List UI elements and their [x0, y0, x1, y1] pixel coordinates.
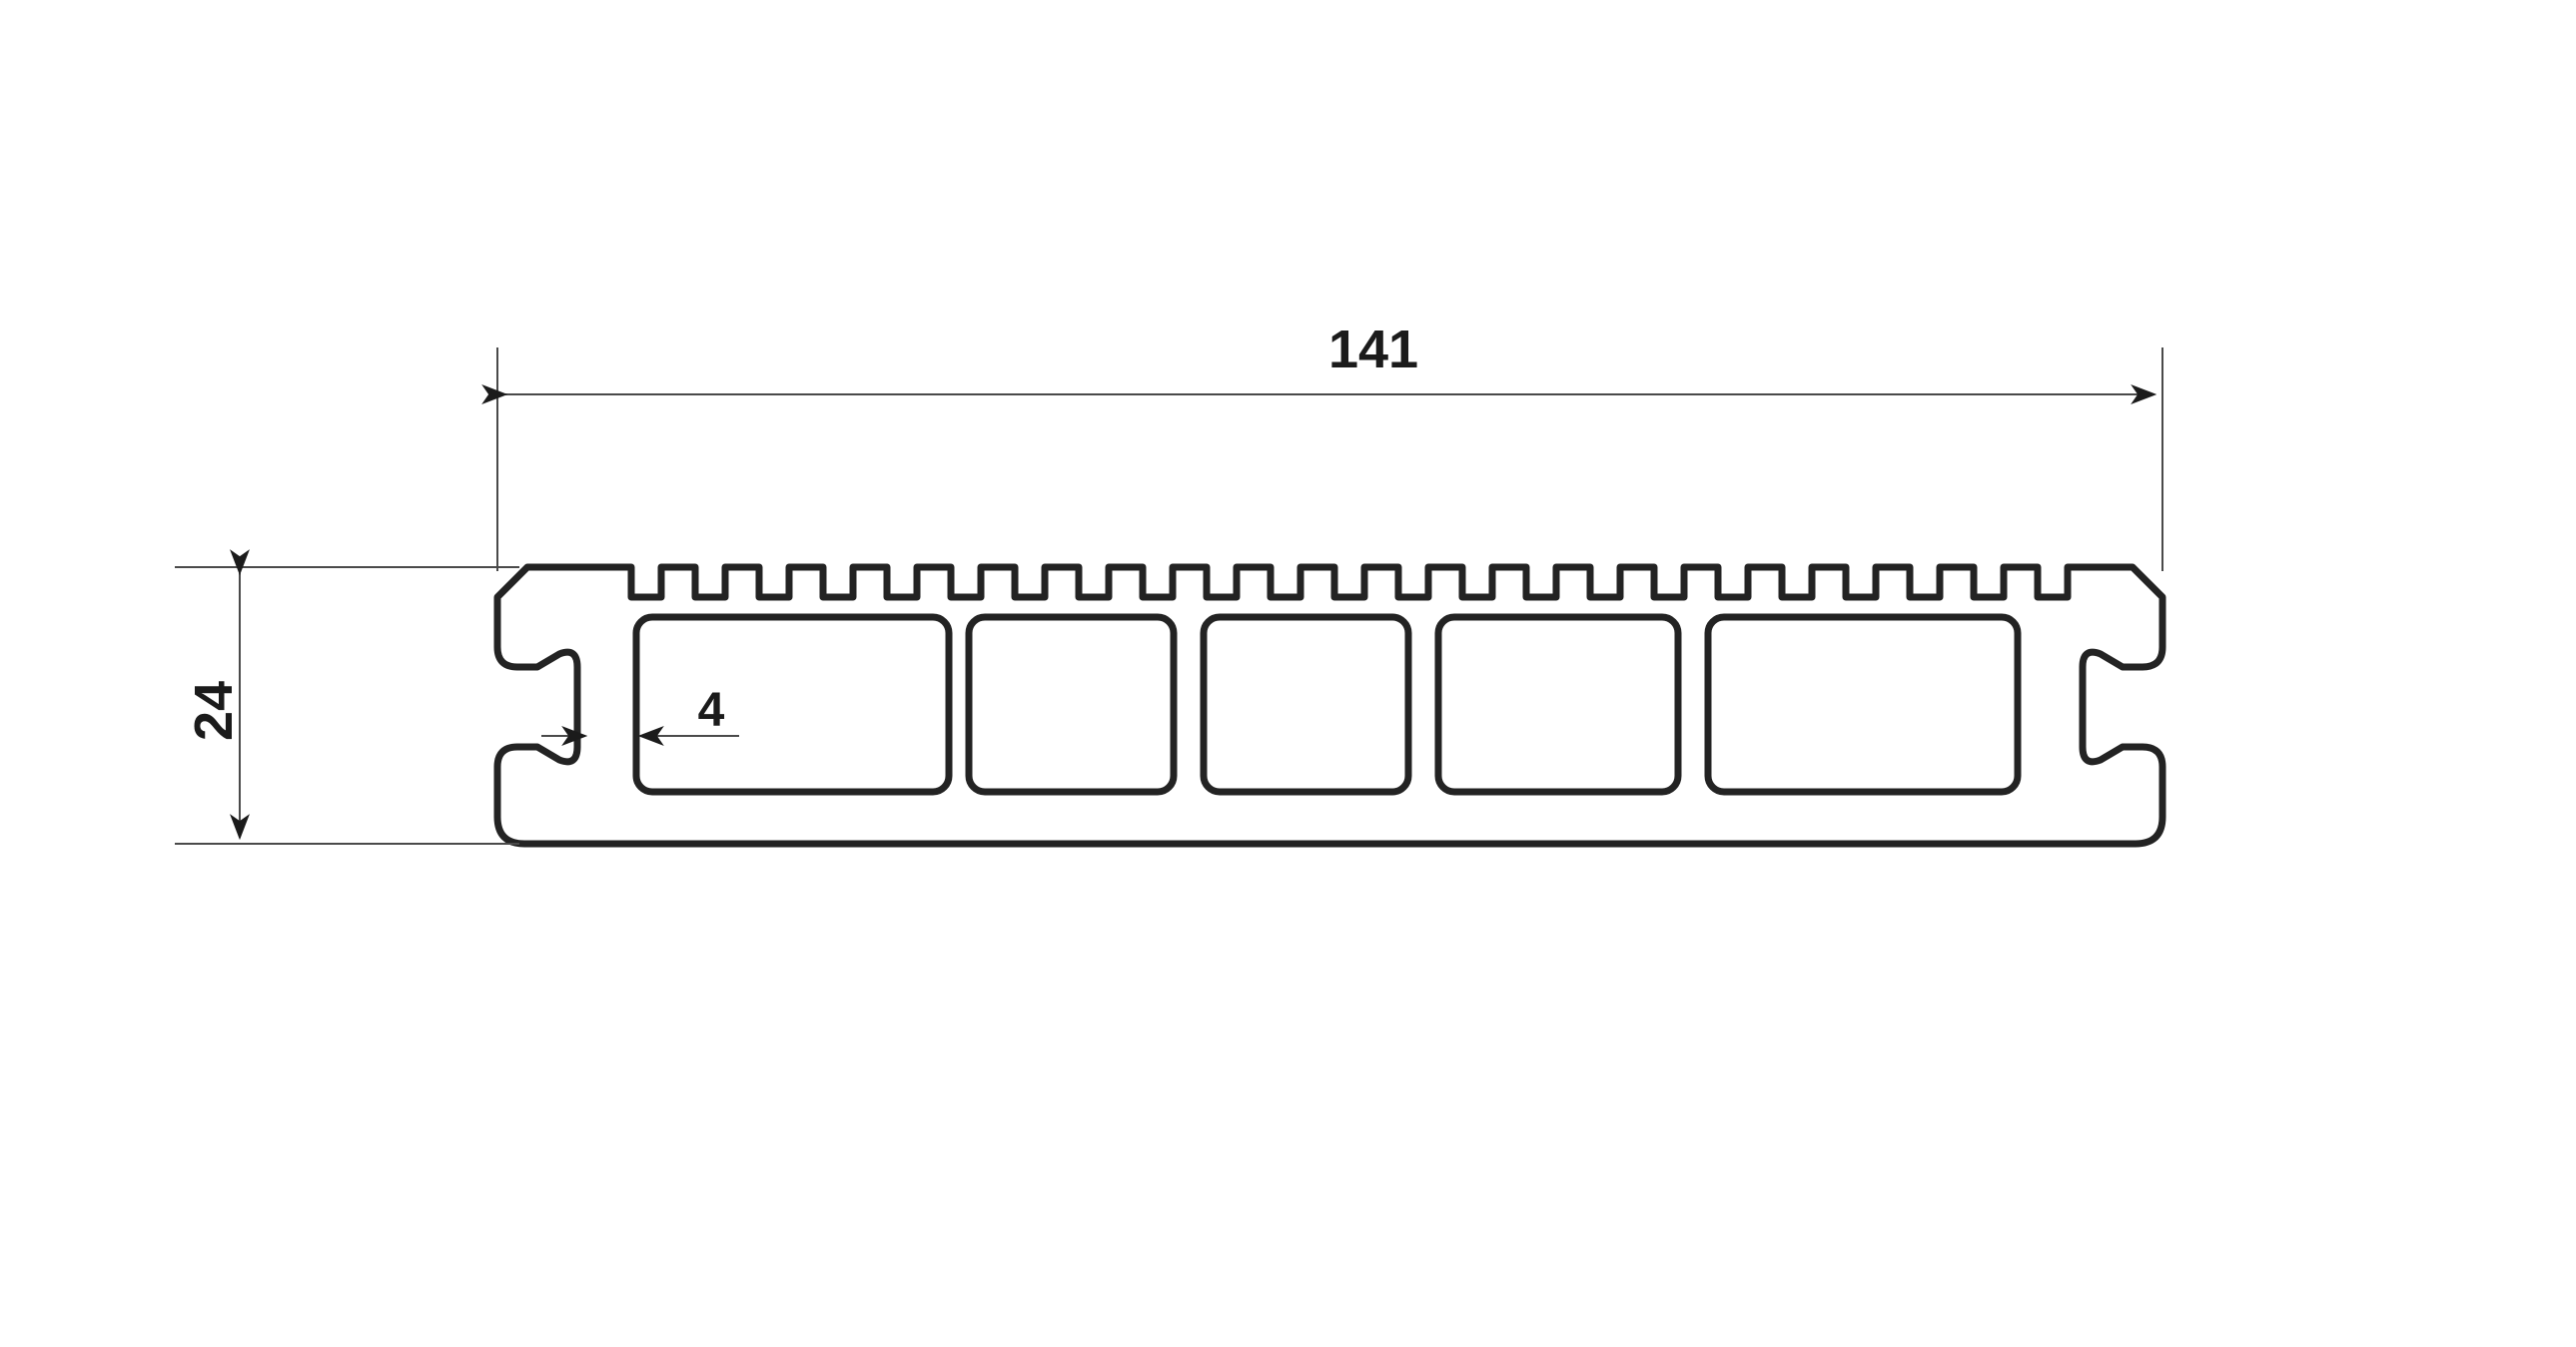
- height-dimension-label: 24: [184, 681, 244, 741]
- internal-chambers-group: [632, 613, 2022, 796]
- dimension-overall-width: 141: [481, 320, 2163, 571]
- chamber-3b: [1434, 613, 1682, 796]
- chamber-3: [1200, 613, 1412, 796]
- chamber-1: [632, 613, 953, 796]
- profile-body-group: [493, 563, 2166, 848]
- dimension-wall-thickness: 4: [541, 684, 739, 746]
- dimension-overall-height: 24: [175, 549, 519, 845]
- chamber-4: [1704, 613, 2022, 796]
- chamber-2: [965, 613, 1178, 796]
- wall-thickness-label: 4: [698, 684, 725, 737]
- width-dimension-label: 141: [1328, 320, 1418, 379]
- profile-outer-outline: [493, 563, 2166, 848]
